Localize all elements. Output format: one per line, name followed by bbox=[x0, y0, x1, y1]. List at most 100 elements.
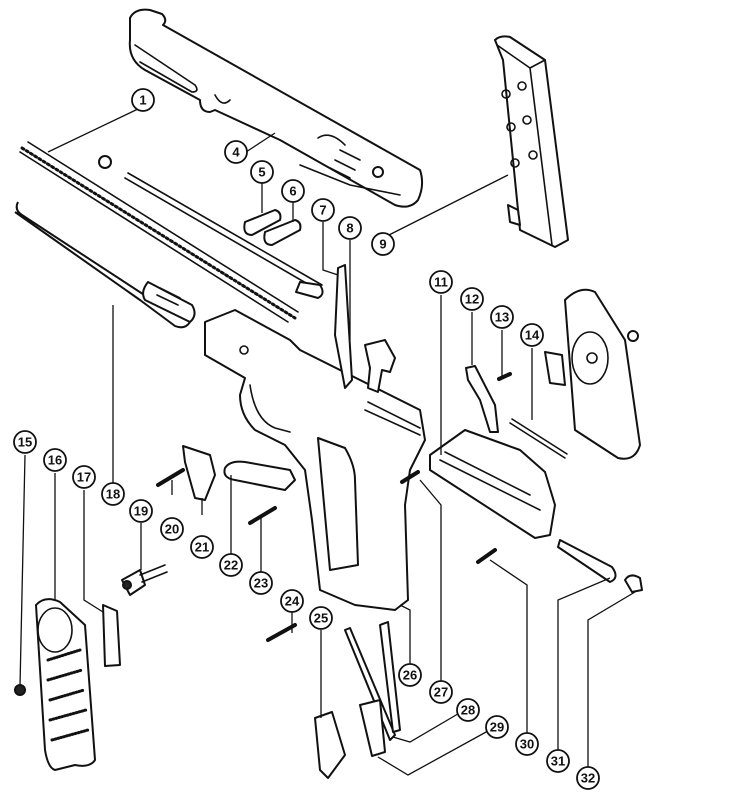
callout-11: 11 bbox=[429, 270, 453, 294]
callout-circle bbox=[281, 179, 305, 203]
callout-number: 23 bbox=[254, 576, 268, 591]
part-19-plunger bbox=[121, 564, 168, 596]
callout-circle bbox=[219, 553, 243, 577]
callout-23: 23 bbox=[249, 571, 273, 595]
callout-circle bbox=[250, 160, 274, 184]
callout-circle bbox=[546, 749, 570, 773]
callout-circle bbox=[456, 698, 480, 722]
callout-number: 18 bbox=[106, 487, 120, 502]
part-29-spring bbox=[379, 621, 401, 733]
callout-circle bbox=[515, 732, 539, 756]
callout-number: 25 bbox=[314, 611, 328, 626]
callout-number: 14 bbox=[525, 328, 540, 343]
callout-5: 5 bbox=[250, 160, 274, 184]
callout-circle bbox=[280, 589, 304, 613]
callout-number: 20 bbox=[165, 522, 179, 537]
callout-18: 18 bbox=[101, 482, 125, 506]
callout-14: 14 bbox=[520, 323, 544, 347]
callout-number: 8 bbox=[346, 221, 353, 236]
callout-circle bbox=[309, 606, 333, 630]
callout-number: 7 bbox=[319, 203, 326, 218]
part-14-spring bbox=[509, 351, 568, 459]
part-25-block bbox=[314, 711, 346, 779]
callout-number: 9 bbox=[379, 237, 386, 252]
callout-number: 28 bbox=[461, 703, 475, 718]
leader-lines bbox=[19, 107, 636, 776]
callout-12: 12 bbox=[460, 287, 484, 311]
callout-number: 31 bbox=[551, 754, 565, 769]
callout-circle bbox=[249, 571, 273, 595]
callout-26: 26 bbox=[398, 663, 422, 687]
callout-20: 20 bbox=[160, 517, 184, 541]
callout-number: 6 bbox=[289, 184, 296, 199]
part-right-grip bbox=[564, 288, 641, 460]
callout-circle bbox=[429, 680, 453, 704]
callout-19: 19 bbox=[129, 499, 153, 523]
part-11-insert bbox=[429, 429, 556, 539]
callout-circle bbox=[576, 766, 600, 790]
part-12-bar bbox=[465, 365, 499, 433]
callout-circle bbox=[485, 715, 509, 739]
part-left-grip bbox=[35, 598, 96, 771]
callout-31: 31 bbox=[546, 749, 570, 773]
callout-15: 15 bbox=[13, 430, 37, 454]
callout-number: 11 bbox=[434, 275, 448, 290]
part-17-plate bbox=[102, 604, 121, 667]
callout-number: 19 bbox=[134, 504, 148, 519]
callout-circle bbox=[101, 482, 125, 506]
callout-number: 27 bbox=[434, 685, 448, 700]
part-29-body bbox=[359, 699, 386, 757]
callout-number: 26 bbox=[403, 668, 417, 683]
callout-28: 28 bbox=[456, 698, 480, 722]
callout-16: 16 bbox=[43, 448, 67, 472]
callout-circle bbox=[429, 270, 453, 294]
callout-30: 30 bbox=[515, 732, 539, 756]
callout-circle bbox=[131, 88, 155, 112]
callout-27: 27 bbox=[429, 680, 453, 704]
callout-number: 5 bbox=[258, 165, 265, 180]
callout-circle bbox=[371, 232, 395, 256]
part-8-catch bbox=[364, 339, 396, 393]
part-31-rod bbox=[557, 539, 617, 583]
callout-number: 29 bbox=[490, 720, 504, 735]
callout-22: 22 bbox=[219, 553, 243, 577]
callout-number: 16 bbox=[48, 453, 62, 468]
callout-circle bbox=[398, 663, 422, 687]
callout-number: 12 bbox=[465, 292, 479, 307]
callout-24: 24 bbox=[280, 589, 304, 613]
callout-7: 7 bbox=[311, 198, 335, 222]
callout-circle bbox=[520, 323, 544, 347]
part-32-cap bbox=[624, 574, 643, 593]
callout-number: 1 bbox=[139, 93, 146, 108]
callout-17: 17 bbox=[72, 465, 96, 489]
callout-25: 25 bbox=[309, 606, 333, 630]
callout-29: 29 bbox=[485, 715, 509, 739]
callout-4: 4 bbox=[224, 140, 248, 164]
callout-circle bbox=[43, 448, 67, 472]
callout-number: 17 bbox=[77, 470, 91, 485]
callout-number: 22 bbox=[224, 558, 238, 573]
callout-21: 21 bbox=[190, 535, 214, 559]
part-27-pin bbox=[400, 470, 420, 484]
callout-number: 4 bbox=[232, 145, 240, 160]
callout-circle bbox=[311, 198, 335, 222]
callout-32: 32 bbox=[576, 766, 600, 790]
callout-13: 13 bbox=[490, 305, 514, 329]
callout-circle bbox=[160, 517, 184, 541]
callout-number: 32 bbox=[581, 771, 595, 786]
callout-circle bbox=[72, 465, 96, 489]
part-recoil-spring bbox=[19, 141, 299, 323]
callout-number: 24 bbox=[285, 594, 300, 609]
part-21-sear bbox=[182, 445, 216, 501]
part-barrel bbox=[14, 201, 196, 329]
callout-number: 30 bbox=[520, 737, 534, 752]
callout-number: 13 bbox=[495, 310, 509, 325]
part-slide bbox=[128, 8, 424, 208]
part-30-pin bbox=[476, 548, 497, 564]
callout-circle bbox=[129, 499, 153, 523]
part-screws bbox=[243, 209, 302, 246]
callout-group: 1456789111213141516171819202122232425262… bbox=[13, 88, 600, 790]
part-22-trigger-bar bbox=[223, 460, 296, 491]
